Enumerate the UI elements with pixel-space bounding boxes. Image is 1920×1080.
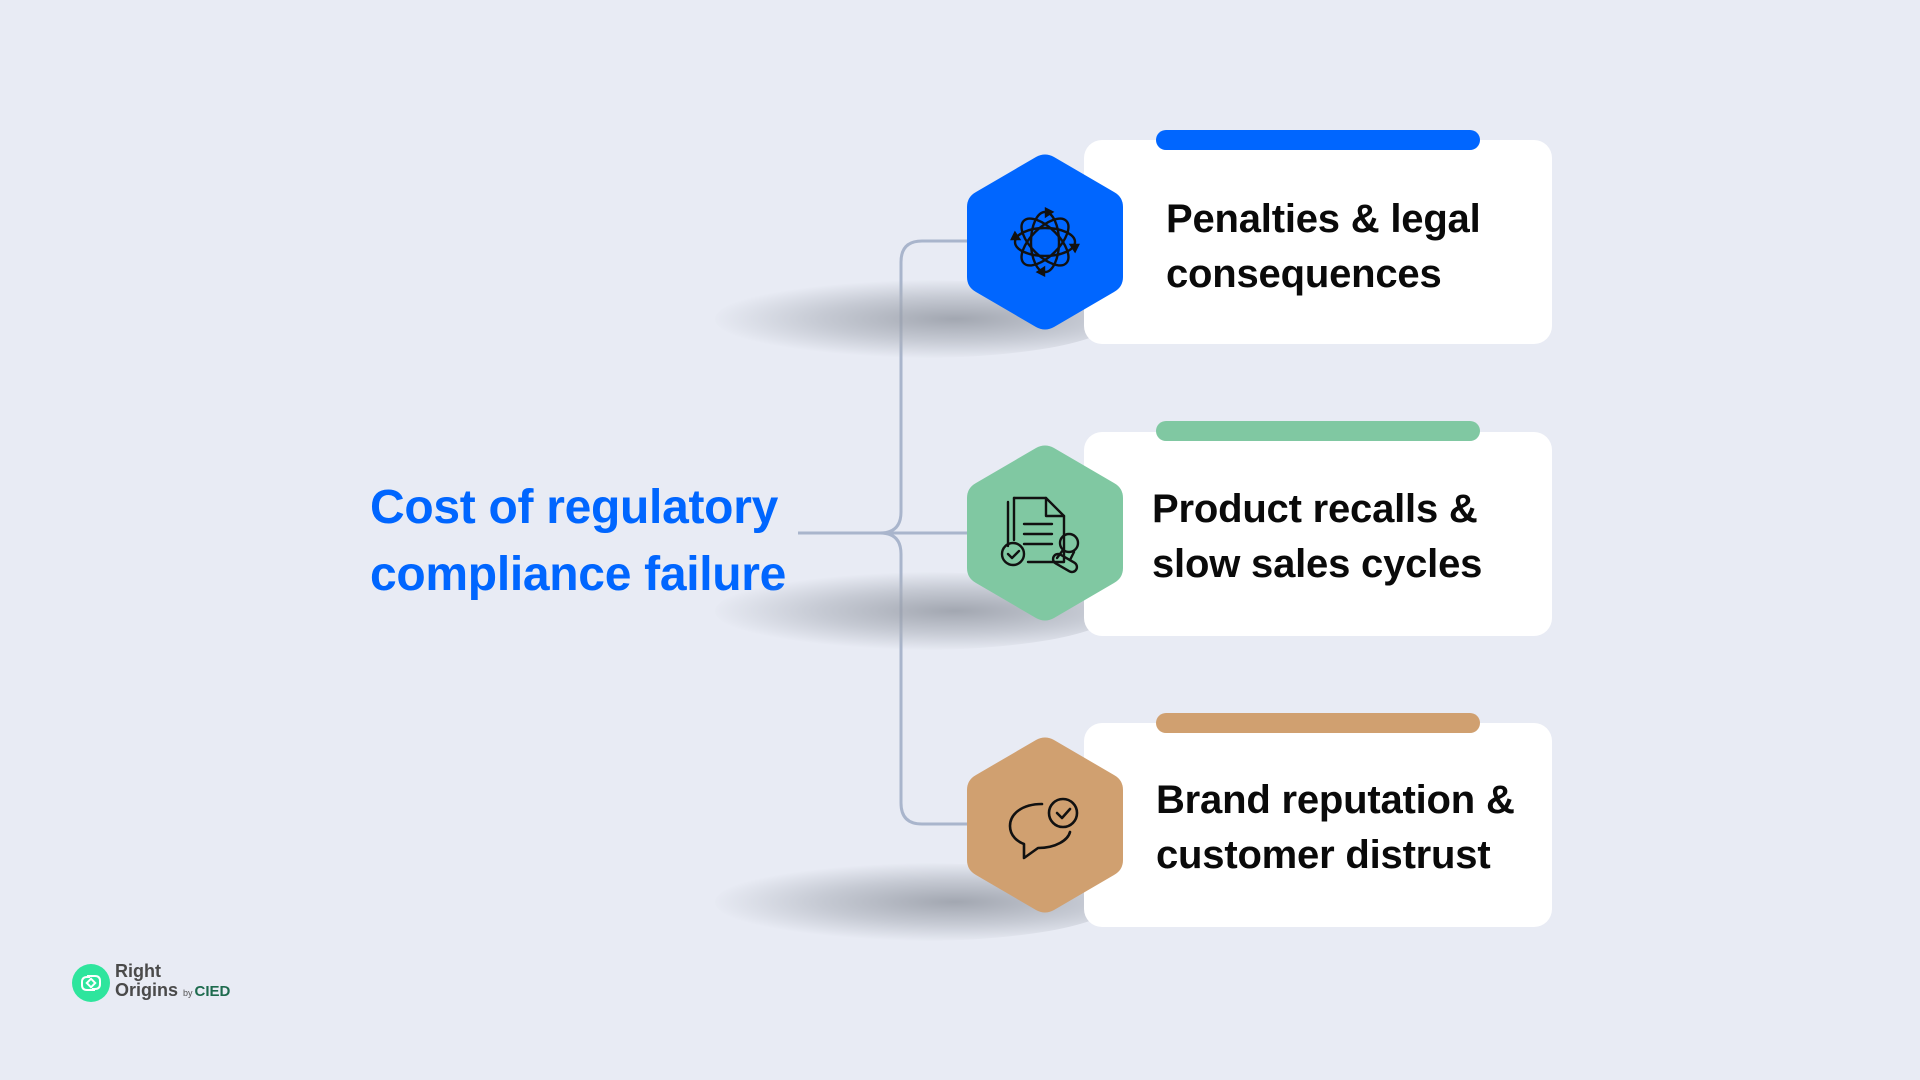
accent-bar-green xyxy=(1156,421,1480,441)
item-label-line-2: customer distrust xyxy=(1156,833,1491,877)
title-line-2: compliance failure xyxy=(370,548,787,601)
logo-mark-icon xyxy=(72,963,110,1002)
item-label: Product recalls & slow sales cycles xyxy=(1152,482,1482,592)
hexagon-badge-tan xyxy=(966,736,1124,914)
item-label: Brand reputation & customer distrust xyxy=(1156,773,1515,883)
item-label-line-2: consequences xyxy=(1166,252,1442,296)
document-stamp-icon xyxy=(1000,496,1080,574)
hexagon-badge-green xyxy=(966,444,1124,622)
item-label-line-1: Product recalls & xyxy=(1152,487,1478,531)
item-label-line-1: Brand reputation & xyxy=(1156,778,1515,822)
diagram-title: Cost of regulatory compliance failure xyxy=(370,474,786,608)
item-card-penalties: Penalties & legal consequences xyxy=(1084,140,1552,344)
item-label-line-1: Penalties & legal xyxy=(1166,197,1481,241)
item-label-line-2: slow sales cycles xyxy=(1152,542,1483,586)
logo-brand-cied: CIED xyxy=(194,983,231,1000)
title-line-1: Cost of regulatory xyxy=(370,481,778,534)
chat-check-icon xyxy=(1008,797,1079,860)
accent-bar-tan xyxy=(1156,713,1480,733)
logo-by: by xyxy=(183,988,193,998)
item-card-recalls: Product recalls & slow sales cycles xyxy=(1084,432,1552,636)
connector-bottom xyxy=(879,531,970,826)
hexagon-badge-blue xyxy=(966,153,1124,331)
item-label: Penalties & legal consequences xyxy=(1166,192,1481,302)
logo-line-2: Origins xyxy=(115,980,179,1000)
orbit-arrows-icon xyxy=(1010,207,1080,277)
logo-line-1: Right xyxy=(115,961,161,981)
item-card-reputation: Brand reputation & customer distrust xyxy=(1084,723,1552,927)
accent-bar-blue xyxy=(1156,130,1480,150)
